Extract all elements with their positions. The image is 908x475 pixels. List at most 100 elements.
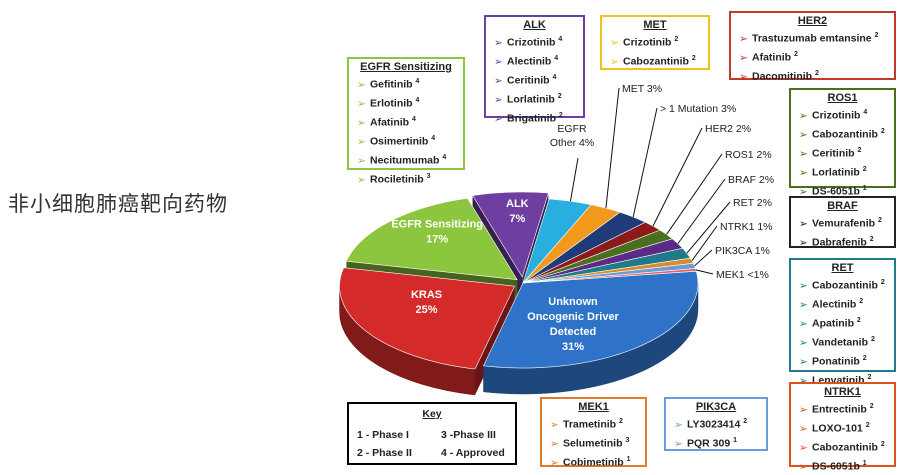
drug-name: Lorlatinib — [812, 167, 863, 179]
callout-pik3ca: PIK3CA 1% — [694, 245, 769, 266]
arrow-bullet-icon: ➢ — [799, 166, 812, 182]
callout-label: ROS1 2% — [725, 149, 772, 161]
pik3ca-drug-item: ➢LY3023414 2 — [674, 414, 758, 433]
phase-superscript: 4 — [431, 135, 435, 142]
phase-superscript: 1 — [863, 460, 867, 467]
arrow-bullet-icon: ➢ — [799, 147, 812, 163]
callout-label: MEK1 <1% — [716, 269, 769, 281]
slice-label-pct: 7% — [509, 213, 525, 225]
drug-name: DS-6051b — [812, 461, 863, 473]
drug-name: LOXO-101 — [812, 423, 866, 435]
drug-name: PQR 309 — [687, 438, 733, 450]
phase-superscript: 2 — [881, 128, 885, 135]
arrow-bullet-icon: ➢ — [799, 109, 812, 125]
ret-drug-item: ➢Cabozantinib 2 — [799, 275, 886, 294]
ntrk1-drug-item: ➢DS-6051b 1 — [799, 456, 886, 475]
arrow-bullet-icon: ➢ — [610, 55, 623, 71]
callout-label: Other 4% — [550, 137, 594, 149]
pik3ca-box-title: PIK3CA — [674, 401, 758, 413]
drug-name: Dacomitinib — [752, 71, 815, 83]
drug-name: Cabozantinib — [623, 56, 692, 68]
arrow-bullet-icon: ➢ — [357, 78, 370, 94]
callout-label: MET 3% — [622, 83, 662, 95]
drug-name: LY3023414 — [687, 419, 743, 431]
arrow-bullet-icon: ➢ — [799, 217, 812, 233]
braf-box-title: BRAF — [799, 200, 886, 212]
arrow-bullet-icon: ➢ — [799, 279, 812, 295]
drug-name: Osimertinib — [370, 136, 431, 148]
drug-name: Lorlatinib — [507, 94, 558, 106]
drug-name: Crizotinib — [812, 110, 863, 122]
alk-drug-box: ALK➢Crizotinib 4➢Alectinib 4➢Ceritinib 4… — [484, 15, 585, 118]
key-entry-phase2: 2 - Phase II — [357, 447, 412, 459]
key-title: Key — [349, 408, 515, 420]
braf-drug-item: ➢Dabrafenib 2 — [799, 232, 886, 251]
phase-superscript: 2 — [692, 55, 696, 62]
drug-name: Cabozantinib — [812, 129, 881, 141]
arrow-bullet-icon: ➢ — [799, 317, 812, 333]
arrow-bullet-icon: ➢ — [799, 422, 812, 438]
drug-name: Erlotinib — [370, 98, 416, 110]
met-drug-box: MET➢Crizotinib 2➢Cabozantinib 2 — [600, 15, 710, 70]
phase-superscript: 2 — [674, 36, 678, 43]
phase-superscript: 2 — [881, 441, 885, 448]
phase-superscript: 2 — [867, 374, 871, 381]
slice-label-pct: 25% — [416, 304, 438, 316]
egfr-drug-item: ➢Osimertinib 4 — [357, 131, 455, 150]
arrow-bullet-icon: ➢ — [739, 32, 752, 48]
met-box-title: MET — [610, 19, 700, 31]
ret-drug-item: ➢Ponatinib 2 — [799, 351, 886, 370]
arrow-bullet-icon: ➢ — [739, 51, 752, 67]
arrow-bullet-icon: ➢ — [494, 112, 507, 128]
arrow-bullet-icon: ➢ — [494, 74, 507, 90]
slice-label-text: KRAS — [411, 289, 442, 301]
key-entry-approved: 4 - Approved — [441, 447, 505, 459]
alk-drug-item: ➢Brigatinib 2 — [494, 108, 575, 127]
ros1-drug-item: ➢Crizotinib 4 — [799, 105, 886, 124]
egfr-drug-box: EGFR Sensitizing➢Gefitinib 4➢Erlotinib 4… — [347, 57, 465, 170]
ros1-drug-item: ➢Cabozantinib 2 — [799, 124, 886, 143]
phase-superscript: 1 — [627, 456, 631, 463]
ntrk1-drug-item: ➢Cabozantinib 2 — [799, 437, 886, 456]
phase-superscript: 2 — [870, 403, 874, 410]
drug-name: Trametinib — [563, 419, 619, 431]
arrow-bullet-icon: ➢ — [357, 116, 370, 132]
slice-label-text: EGFR Sensitizing — [391, 219, 483, 231]
phase-superscript: 2 — [881, 279, 885, 286]
egfr-drug-item: ➢Erlotinib 4 — [357, 93, 455, 112]
ntrk1-drug-box: NTRK1➢Entrectinib 2➢LOXO-101 2➢Cabozanti… — [789, 382, 896, 467]
callout-line — [694, 250, 712, 266]
arrow-bullet-icon: ➢ — [799, 355, 812, 371]
braf-drug-box: BRAF➢Vemurafenib 2➢Dabrafenib 2 — [789, 196, 896, 248]
ret-drug-item: ➢Apatinib 2 — [799, 313, 886, 332]
drug-name: Ceritinib — [507, 75, 553, 87]
phase-superscript: 4 — [442, 154, 446, 161]
arrow-bullet-icon: ➢ — [550, 418, 563, 434]
callout-line — [606, 88, 619, 208]
alk-drug-item: ➢Crizotinib 4 — [494, 32, 575, 51]
ret-drug-item: ➢Alectinib 2 — [799, 294, 886, 313]
phase-superscript: 2 — [875, 32, 879, 39]
ntrk1-drug-item: ➢LOXO-101 2 — [799, 418, 886, 437]
arrow-bullet-icon: ➢ — [799, 336, 812, 352]
phase-superscript: 2 — [619, 418, 623, 425]
arrow-bullet-icon: ➢ — [357, 173, 370, 189]
key-entry-phase1: 1 - Phase I — [357, 429, 409, 441]
alk-drug-item: ➢Alectinib 4 — [494, 51, 575, 70]
callout-label: > 1 Mutation 3% — [660, 103, 736, 115]
drug-name: Vemurafenib — [812, 218, 878, 230]
phase-superscript: 4 — [553, 74, 557, 81]
phase-superscript: 4 — [863, 109, 867, 116]
phase-superscript: 4 — [554, 55, 558, 62]
phase-superscript: 2 — [743, 418, 747, 425]
arrow-bullet-icon: ➢ — [494, 93, 507, 109]
phase-superscript: 2 — [871, 336, 875, 343]
slice-label-text: ALK — [506, 198, 529, 210]
phase-superscript: 2 — [858, 147, 862, 154]
phase-superscript: 4 — [558, 36, 562, 43]
phase-superscript: 2 — [878, 217, 882, 224]
egfr-drug-item: ➢Necitumumab 4 — [357, 150, 455, 169]
braf-drug-item: ➢Vemurafenib 2 — [799, 213, 886, 232]
phase-superscript: 2 — [794, 51, 798, 58]
ros1-drug-box: ROS1➢Crizotinib 4➢Cabozantinib 2➢Ceritin… — [789, 88, 896, 188]
